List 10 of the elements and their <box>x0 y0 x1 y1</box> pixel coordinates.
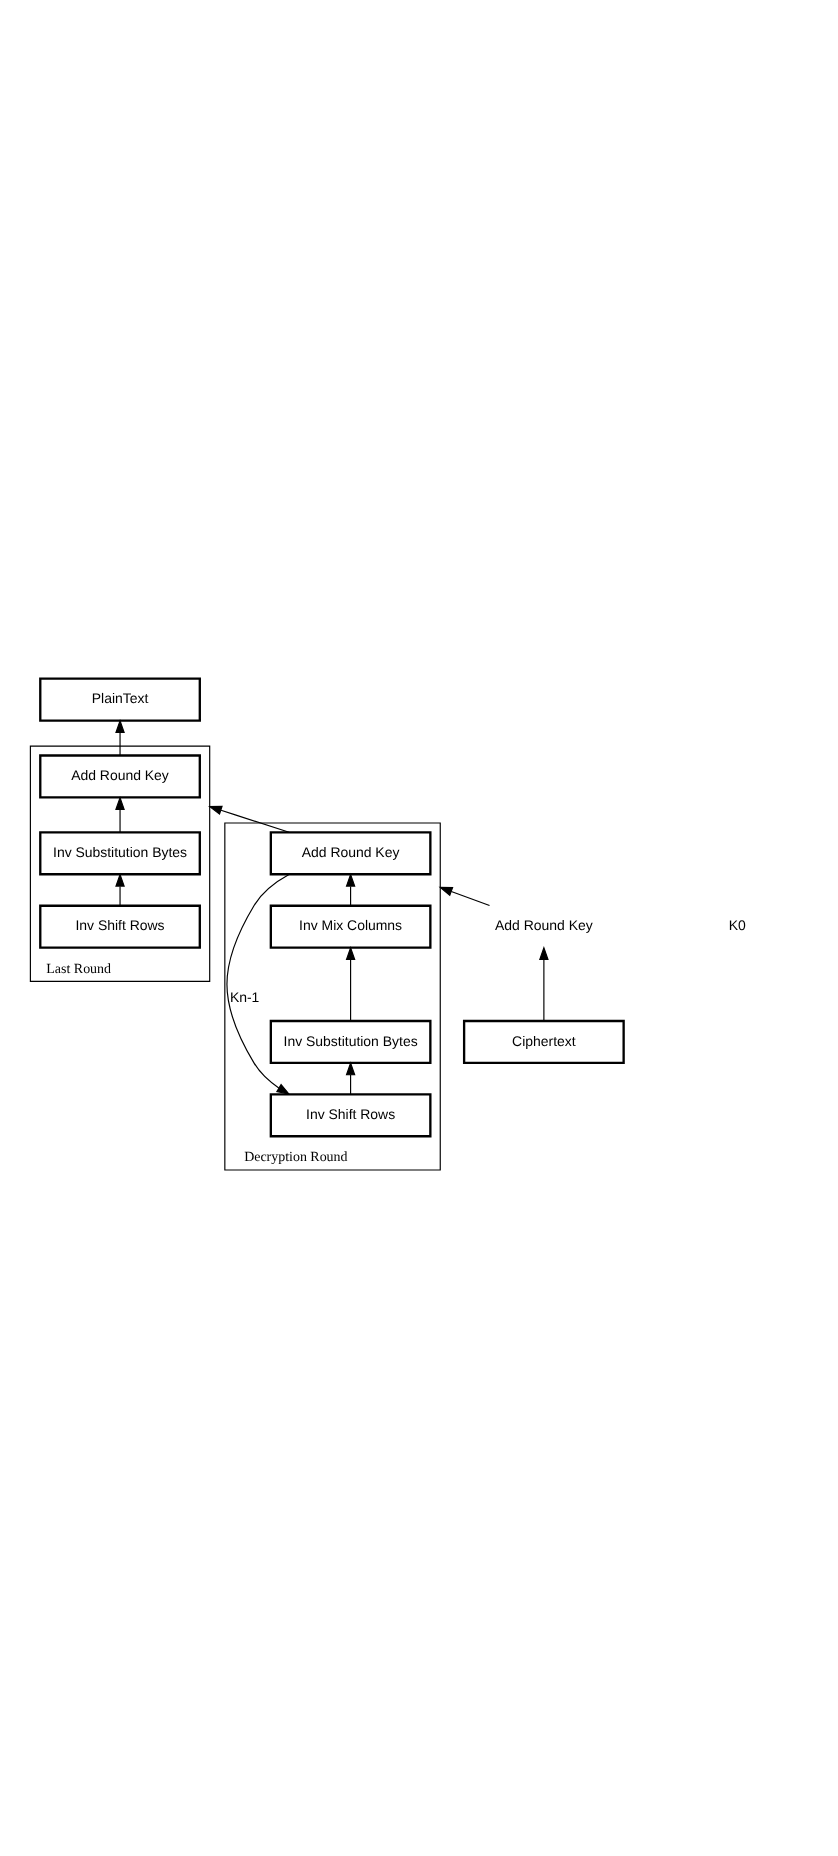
arrow <box>438 885 491 906</box>
arrow <box>115 871 125 905</box>
arrow <box>539 945 549 1021</box>
arrow <box>115 718 125 755</box>
arrow <box>115 794 125 832</box>
arrow <box>345 945 356 1021</box>
arrow <box>345 871 356 905</box>
arrow <box>208 804 290 832</box>
arrow <box>345 1060 356 1094</box>
arrow <box>226 872 291 1094</box>
